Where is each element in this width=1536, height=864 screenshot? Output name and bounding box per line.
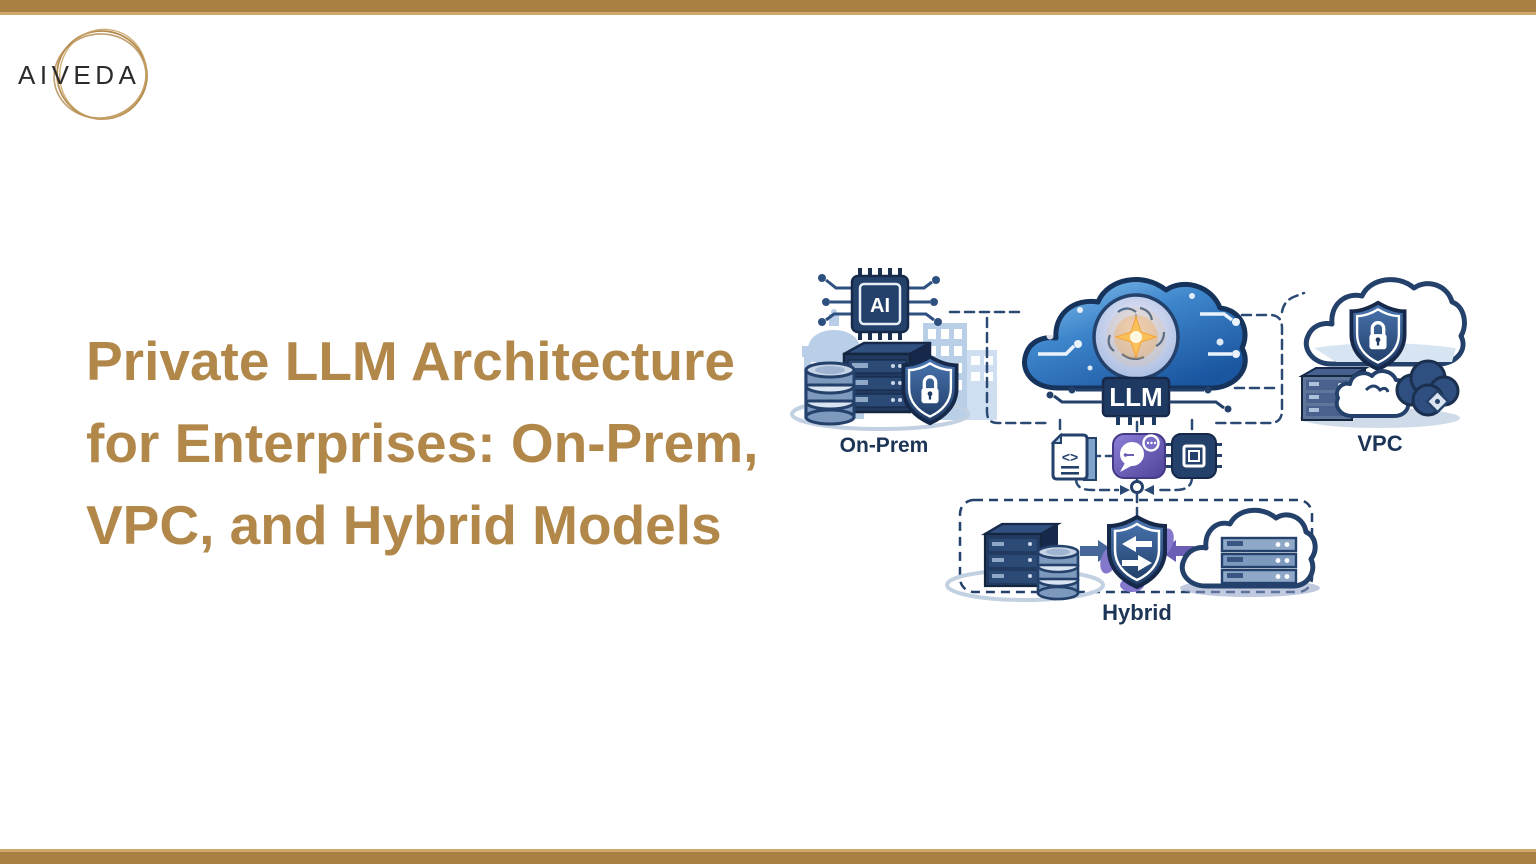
code-brackets-glyph: <> (1062, 449, 1078, 465)
architecture-illustration: AI (790, 268, 1467, 625)
ai-chip-label: AI (870, 295, 890, 317)
vpc-label: VPC (1357, 431, 1402, 456)
logo-text: AIVEDA (18, 60, 140, 90)
hybrid-database-icon (1036, 544, 1080, 601)
sync-shield-icon (1100, 514, 1174, 592)
cloud-server-icon (1179, 507, 1320, 597)
title-line-3: VPC, and Hybrid Models (86, 494, 722, 556)
connector-arrowhead (1120, 485, 1130, 495)
aiveda-logo: AIVEDA (18, 28, 148, 120)
pipeline-node-dot (1130, 480, 1144, 494)
llm-cloud-icon: LLM (1022, 277, 1248, 425)
logo-rings-icon (53, 28, 148, 120)
top-border-bar (0, 0, 1536, 15)
title-line-2: for Enterprises: On-Prem, (86, 412, 759, 474)
database-stack-icon (804, 361, 856, 426)
bottom-border-bar (0, 849, 1536, 864)
llm-chip-icon: LLM (1046, 376, 1232, 425)
hybrid-group: Hybrid (945, 498, 1320, 625)
connector-dashed-lines (948, 291, 1380, 518)
page-title: Private LLM Architecture for Enterprises… (86, 320, 816, 566)
cpu-chip-icon (1166, 433, 1222, 479)
hybrid-label: Hybrid (1102, 600, 1172, 625)
ai-chip-icon: AI (818, 268, 942, 340)
chat-bot-icon (1112, 433, 1166, 479)
code-document-icon: <> (1050, 432, 1097, 481)
vpc-group: VPC (1298, 277, 1467, 456)
brain-circuit-icon (1092, 293, 1180, 381)
on-prem-group: AI (790, 268, 970, 457)
secure-cloud-icon (1395, 359, 1460, 417)
llm-label: LLM (1109, 382, 1162, 412)
gateway-cloud-detail (1364, 384, 1390, 393)
connector-arrowhead (1144, 485, 1154, 495)
title-line-1: Private LLM Architecture (86, 330, 735, 392)
on-prem-label: On-Prem (840, 434, 929, 457)
